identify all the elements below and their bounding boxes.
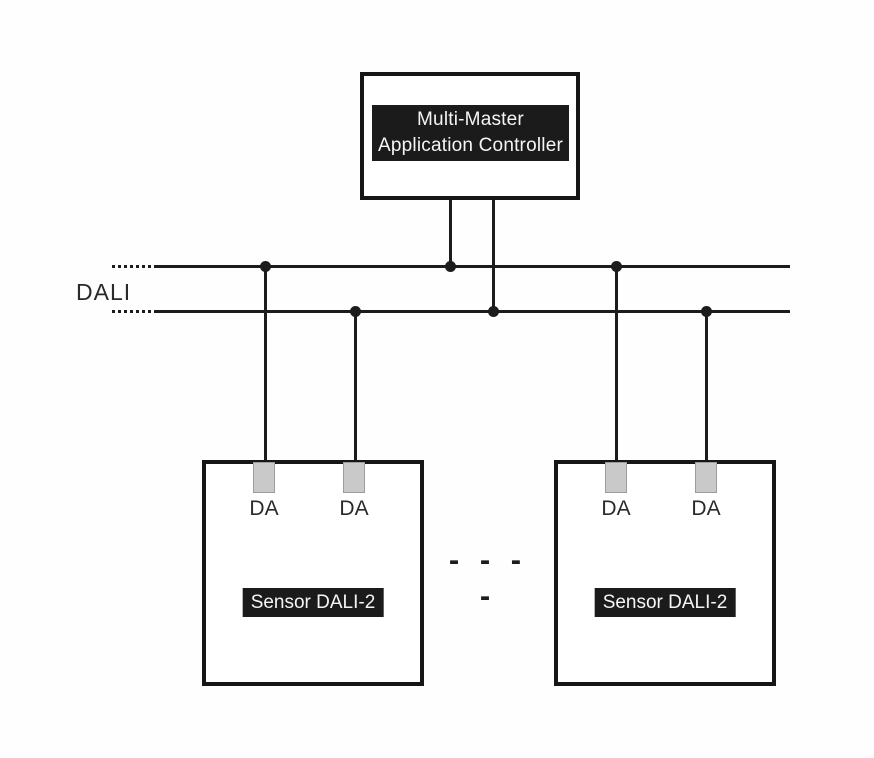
sensor2-wire-da1	[615, 267, 618, 463]
junction-dot	[701, 306, 712, 317]
bus-line-bottom	[155, 310, 790, 313]
continuation-dashes: - - - -	[448, 542, 528, 613]
bus-label: DALI	[76, 279, 132, 305]
junction-dot	[445, 261, 456, 272]
controller-label-line2: Application Controller	[378, 135, 563, 156]
da-terminal-label: DA	[691, 497, 721, 520]
da-terminal	[343, 462, 365, 493]
sensor-label: Sensor DALI-2	[242, 588, 384, 617]
controller-label: Multi-Master Application Controller	[372, 105, 569, 161]
da-terminal-label: DA	[339, 497, 369, 520]
controller-wire-2	[492, 200, 495, 314]
da-terminal	[253, 462, 275, 493]
da-terminal	[695, 462, 717, 493]
junction-dot	[260, 261, 271, 272]
sensor-box-1: DA DA Sensor DALI-2	[202, 460, 424, 686]
da-terminal-label: DA	[601, 497, 631, 520]
junction-dot	[350, 306, 361, 317]
controller-wire-1	[449, 200, 452, 269]
junction-dot	[488, 306, 499, 317]
bus-bottom-dotted-continuation	[112, 310, 156, 313]
sensor2-wire-da2	[705, 312, 708, 463]
da-terminal	[605, 462, 627, 493]
sensor1-wire-da2	[354, 312, 357, 463]
sensor-label: Sensor DALI-2	[594, 588, 736, 617]
junction-dot	[611, 261, 622, 272]
controller-label-line1: Multi-Master	[417, 109, 524, 130]
bus-top-dotted-continuation	[112, 265, 156, 268]
bus-line-top	[155, 265, 790, 268]
da-terminal-label: DA	[249, 497, 279, 520]
sensor1-wire-da1	[264, 267, 267, 463]
sensor-box-2: DA DA Sensor DALI-2	[554, 460, 776, 686]
